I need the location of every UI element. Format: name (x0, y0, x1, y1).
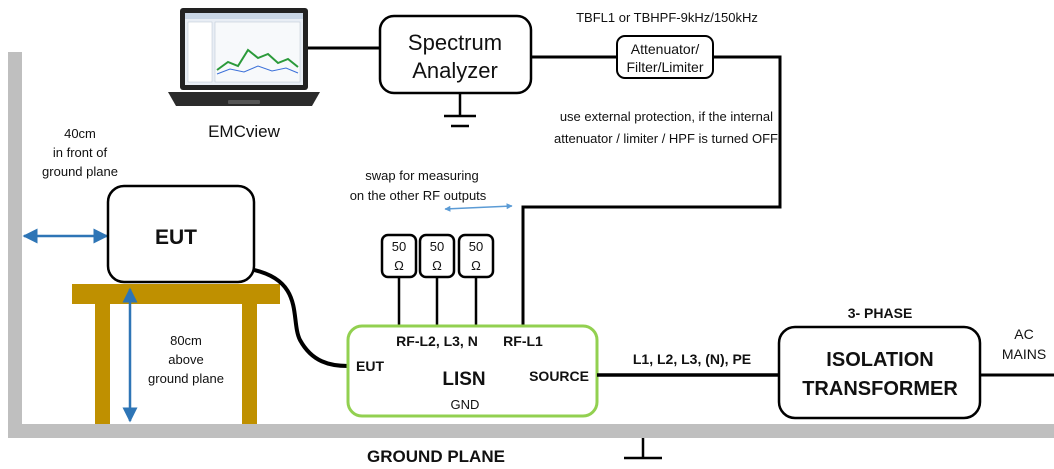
lisn-rf-ports-label: RF-L2, L3, N (396, 333, 478, 349)
terminator-3: 50 Ω (457, 233, 495, 279)
spectrum-analyzer-label-2: Analyzer (412, 58, 498, 83)
rf-cable-to-lisn (521, 55, 782, 326)
ground-plane-ground-symbol (624, 438, 662, 460)
eut-power-cable (253, 268, 349, 368)
mains-label-2: MAINS (1002, 346, 1046, 362)
height-distance-3: ground plane (148, 371, 224, 386)
terminator-3-value: 50 (469, 239, 483, 254)
isolation-transformer-box (777, 325, 982, 420)
supply-lines-label: L1, L2, L3, (N), PE (633, 351, 751, 367)
attenuator-label-1: Attenuator/ (631, 41, 700, 57)
analyzer-ground-symbol (444, 93, 476, 128)
mains-label-1: AC (1014, 326, 1033, 342)
eut-label: EUT (155, 226, 197, 249)
terminator-1: 50 Ω (380, 233, 418, 279)
height-distance-2: above (168, 352, 203, 367)
terminator-2-unit: Ω (432, 258, 442, 273)
terminator-1-unit: Ω (394, 258, 404, 273)
lisn-eut-port-label: EUT (356, 358, 384, 374)
height-distance-1: 80cm (170, 333, 202, 348)
eut-box (106, 184, 256, 284)
protection-note-1: use external protection, if the internal (560, 109, 773, 124)
lisn-title: LISN (442, 369, 485, 390)
swap-note-2: on the other RF outputs (350, 188, 487, 203)
ground-plane (8, 52, 1054, 438)
lisn-source-port-label: SOURCE (529, 368, 589, 384)
transformer-phase-label: 3- PHASE (848, 305, 913, 321)
transformer-label-1: ISOLATION (826, 349, 933, 371)
lisn-rf-l1-label: RF-L1 (503, 333, 543, 349)
ground-plane-label: GROUND PLANE (367, 447, 505, 466)
lisn-box (346, 324, 599, 418)
spectrum-analyzer-box (378, 14, 533, 95)
front-distance-2: in front of (53, 145, 108, 160)
terminator-leads (397, 277, 478, 326)
swap-note-1: swap for measuring (365, 168, 478, 183)
terminator-1-value: 50 (392, 239, 406, 254)
terminator-2: 50 Ω (418, 233, 456, 279)
spectrum-analyzer-label-1: Spectrum (408, 30, 502, 55)
front-distance-3: ground plane (42, 164, 118, 179)
lisn-gnd-label: GND (451, 397, 480, 412)
terminator-3-unit: Ω (471, 258, 481, 273)
laptop-icon (168, 8, 320, 106)
protection-note-2: attenuator / limiter / HPF is turned OFF (554, 131, 778, 146)
front-distance-1: 40cm (64, 126, 96, 141)
terminator-2-value: 50 (430, 239, 444, 254)
vertical-ground-plane (8, 52, 22, 438)
horizontal-ground-plane (8, 424, 1054, 438)
laptop-app-label: EMCview (208, 122, 281, 141)
swap-arrow (444, 203, 513, 212)
attenuator-part-numbers: TBFL1 or TBHPF-9kHz/150kHz (576, 10, 758, 25)
attenuator-label-2: Filter/Limiter (626, 59, 703, 75)
transformer-label-2: TRANSFORMER (802, 378, 958, 400)
